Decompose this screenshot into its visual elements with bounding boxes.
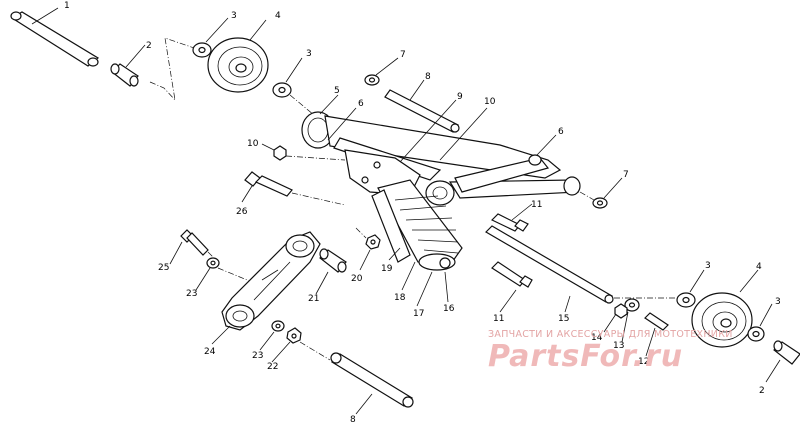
callout-19: 19 <box>381 264 393 274</box>
callout-10: 10 <box>484 97 496 107</box>
shaft-part <box>330 352 414 408</box>
washer-part <box>592 197 608 209</box>
callout-4: 4 <box>756 262 762 272</box>
nut-part <box>273 145 287 161</box>
nut-part <box>614 303 628 319</box>
callout-12: 12 <box>638 357 649 367</box>
site-watermark: ЗАПЧАСТИ И АКСЕССУАРЫ ДЛЯ МОТОТЕХНИКИ Pa… <box>488 329 788 374</box>
callout-13: 13 <box>613 341 624 351</box>
washer-part <box>676 292 696 308</box>
washer-part <box>364 74 380 86</box>
callout-11: 11 <box>493 314 504 324</box>
washer-part <box>192 42 212 58</box>
bushing-part <box>319 248 347 273</box>
callout-24: 24 <box>204 347 216 357</box>
washer-part <box>624 298 640 312</box>
callout-23: 23 <box>252 351 263 361</box>
callout-9: 9 <box>457 92 463 102</box>
callout-4: 4 <box>275 11 281 21</box>
callout-16: 16 <box>443 304 455 314</box>
callout-8: 8 <box>350 415 356 423</box>
bolt-part <box>180 229 209 256</box>
callout-6: 6 <box>558 127 564 137</box>
washer-part <box>206 257 220 269</box>
shaft-part <box>10 11 100 67</box>
pin-part <box>384 89 460 133</box>
nut-part <box>365 234 381 250</box>
shock-absorber-part <box>371 179 463 271</box>
callout-3: 3 <box>306 49 312 59</box>
callout-3: 3 <box>231 11 237 21</box>
callout-17: 17 <box>413 309 424 319</box>
callout-10: 10 <box>247 139 259 149</box>
callout-23: 23 <box>186 289 197 299</box>
callout-18: 18 <box>394 293 406 303</box>
callout-11: 11 <box>531 200 542 210</box>
callout-26: 26 <box>236 207 248 217</box>
callout-8: 8 <box>425 72 431 82</box>
callout-22: 22 <box>267 362 278 372</box>
watermark-subtitle: ЗАПЧАСТИ И АКСЕССУАРЫ ДЛЯ МОТОТЕХНИКИ <box>488 329 733 340</box>
callout-6: 6 <box>358 99 364 109</box>
callout-25: 25 <box>158 263 169 273</box>
idler-wheel-part <box>207 37 269 93</box>
bolt-part <box>244 171 293 197</box>
callout-15: 15 <box>558 314 569 324</box>
callout-5: 5 <box>334 86 340 96</box>
callout-7: 7 <box>400 50 406 60</box>
callout-7: 7 <box>623 170 629 180</box>
idler-wheel-part <box>691 292 753 348</box>
callout-3: 3 <box>705 261 711 271</box>
spacer-part <box>773 340 800 365</box>
callout-20: 20 <box>351 274 363 284</box>
nut-part <box>286 327 302 344</box>
bolt-part <box>644 312 669 331</box>
bolt-part <box>490 213 529 232</box>
link-arm-part <box>221 231 321 331</box>
bolt-part <box>491 261 533 288</box>
pin-part <box>485 225 614 304</box>
callout-labels: 1 2 3 4 3 7 8 5 9 6 10 6 10 7 11 26 25 3… <box>64 1 781 423</box>
callout-1: 1 <box>64 1 70 11</box>
callout-2: 2 <box>759 386 765 396</box>
washer-part <box>271 320 285 332</box>
spacer-part <box>110 63 139 87</box>
callout-21: 21 <box>308 294 319 304</box>
watermark-brand-logo: PartsFor.ru <box>488 339 684 374</box>
callout-3: 3 <box>775 297 781 307</box>
callout-2: 2 <box>146 41 152 51</box>
washer-part <box>747 326 765 342</box>
washer-part <box>272 82 292 98</box>
callout-14: 14 <box>591 333 603 343</box>
